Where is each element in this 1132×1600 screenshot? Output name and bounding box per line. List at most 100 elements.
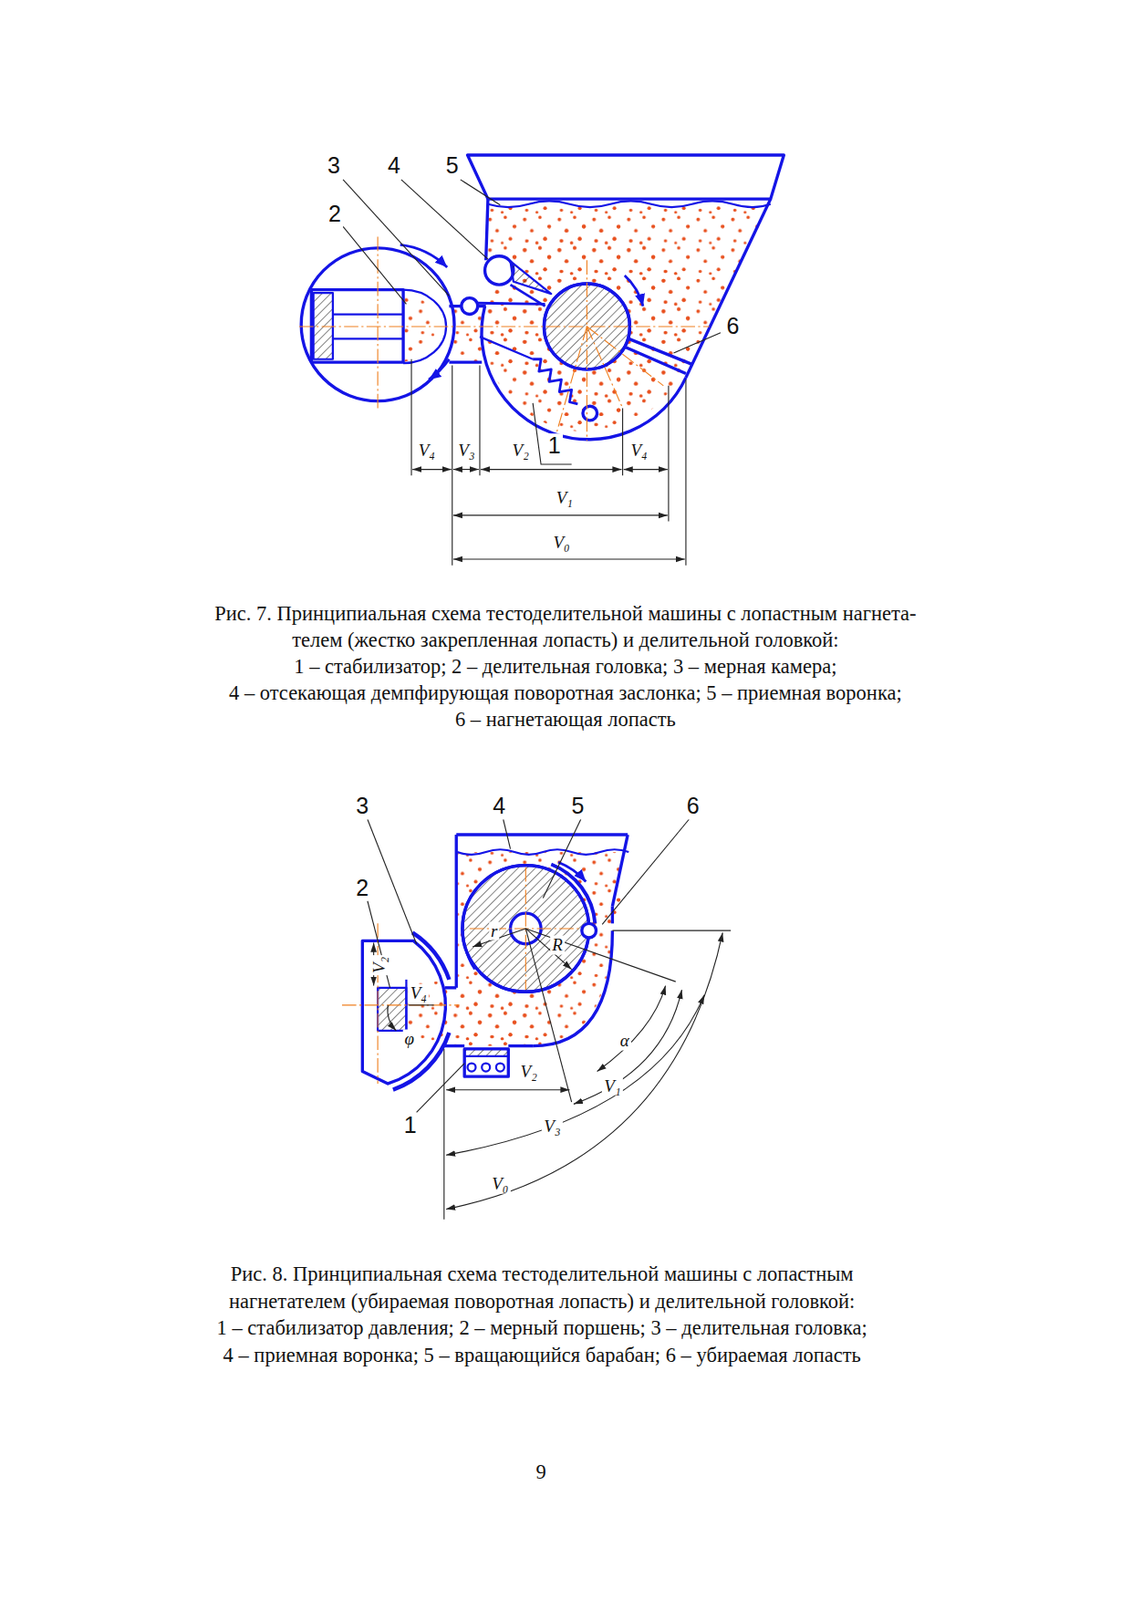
dimension-label: φ	[402, 1029, 416, 1049]
callout-number: 2	[326, 201, 343, 228]
drawing-line	[611, 905, 614, 924]
drawing-path	[446, 932, 723, 1209]
drawing-path	[550, 863, 595, 924]
drawing-line	[401, 179, 489, 260]
drawing-circle	[462, 865, 590, 993]
fig7-leaders	[342, 179, 721, 354]
dimension-label: V₄	[416, 440, 437, 460]
callout-number: 3	[325, 154, 343, 180]
drawing-line	[510, 284, 546, 306]
dimension-label: V₀	[550, 533, 572, 553]
dimension-label: α	[618, 1031, 632, 1051]
drawing-line	[586, 326, 664, 386]
fig7-machine	[301, 155, 784, 440]
drawing-circle	[582, 405, 598, 421]
dimension-label: V₂	[370, 954, 390, 975]
drawing-line	[685, 198, 771, 378]
fig7-center-lines	[299, 237, 710, 442]
dimension-label: V₂	[510, 440, 531, 460]
drawing-path	[456, 849, 629, 855]
drawing-circle	[461, 298, 478, 315]
dimension-label: V₃	[541, 1117, 562, 1137]
dimension-label: r	[488, 921, 499, 941]
drawing-polyline	[532, 403, 572, 465]
callout-number: 4	[490, 793, 508, 820]
drawing-path	[624, 275, 644, 307]
callout-number: 1	[402, 1113, 419, 1140]
dimension-label: V₁	[554, 488, 575, 509]
drawing-line	[342, 226, 406, 304]
drawing-rect	[445, 989, 538, 1047]
drawing-line	[612, 930, 731, 932]
drawing-line	[332, 312, 404, 315]
drawing-polygon	[467, 155, 785, 199]
drawing-line	[612, 834, 628, 906]
drawing-line	[685, 379, 686, 566]
fig8-leaders	[367, 819, 689, 1112]
callout-number: 6	[725, 313, 742, 340]
drawing-circle	[581, 923, 597, 938]
drawing-line	[525, 928, 572, 970]
drawing-line	[453, 468, 479, 470]
callout-number: 5	[569, 793, 586, 820]
drawing-line	[508, 1044, 533, 1048]
drawing-line	[479, 336, 533, 360]
drawing-line	[416, 1063, 466, 1113]
caption-line: 4 – отсекающая демпфирующая поворотная з…	[227, 681, 904, 705]
drawing-line	[477, 302, 546, 304]
fig8-center-lines	[342, 867, 582, 1084]
drawing-circle	[485, 256, 514, 285]
callout-number: 4	[385, 154, 403, 180]
dimension-label: V₃	[456, 440, 477, 460]
drawing-line	[542, 819, 581, 898]
drawing-line	[623, 468, 668, 470]
drawing-path	[387, 1005, 396, 1031]
drawing-line	[480, 468, 622, 470]
caption-line: Рис. 8. Принципиальная схема тестоделите…	[228, 1262, 856, 1286]
caption-line: 1 – стабилизатор; 2 – делительная головк…	[291, 654, 839, 678]
dimension-label: V₀	[489, 1174, 510, 1195]
drawing-line	[460, 179, 501, 206]
drawing-line	[622, 407, 624, 476]
fig8-machine	[362, 834, 629, 1091]
drawing-line	[525, 928, 676, 982]
drawing-line	[456, 832, 628, 836]
caption-line: Рис. 7. Принципиальная схема тестоделите…	[212, 602, 918, 625]
drawing-line	[412, 468, 452, 470]
drawing-rect	[464, 1048, 509, 1077]
drawing-line	[445, 986, 457, 989]
drawing-line	[486, 198, 489, 260]
drawing-line	[556, 326, 588, 434]
callout-number: 5	[444, 154, 461, 180]
drawing-line	[445, 1044, 465, 1048]
drawing-line	[628, 338, 692, 364]
drawing-circle	[462, 865, 590, 993]
drawing-line	[453, 514, 668, 516]
caption-line: 1 – стабилизатор давления; 2 – мерный по…	[215, 1317, 870, 1340]
drawing-line	[586, 259, 588, 441]
drawing-line	[455, 834, 458, 988]
dimension-label: V₄	[628, 440, 649, 460]
drawing-line	[299, 325, 710, 327]
drawing-line	[342, 1004, 460, 1006]
dimension-label: V₄	[408, 983, 429, 1003]
drawing-polygon	[479, 201, 771, 434]
drawing-circle	[481, 1063, 490, 1072]
drawing-line	[667, 385, 669, 522]
drawing-line	[443, 1048, 445, 1220]
drawing-path	[412, 932, 449, 979]
drawing-path	[464, 944, 475, 970]
drawing-line	[448, 360, 482, 364]
fig8-dough	[407, 851, 622, 1047]
caption-line: нагнетателем (убираемая поворотная лопас…	[227, 1289, 857, 1313]
drawing-line	[602, 819, 689, 925]
drawing-rect	[464, 1048, 509, 1057]
caption-line: 6 – нагнетающая лопасть	[453, 708, 678, 732]
drawing-line	[503, 819, 511, 849]
drawing-path	[446, 995, 705, 1156]
drawing-line	[408, 1004, 435, 1006]
drawing-line	[367, 901, 391, 988]
fig7-dimensions	[411, 359, 686, 566]
drawing-rect	[377, 987, 406, 1031]
fig8-dimensions	[373, 928, 732, 1220]
